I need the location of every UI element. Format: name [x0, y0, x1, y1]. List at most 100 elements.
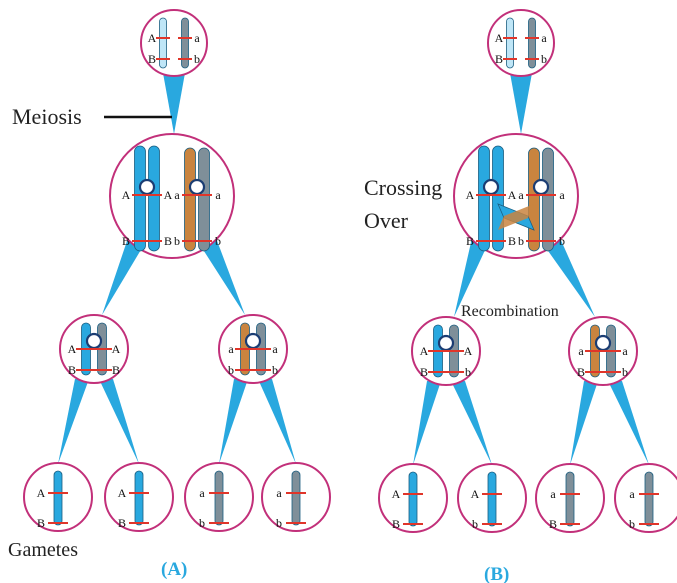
panel_a-gamete-3: ab [184, 462, 254, 532]
allele-label: b [194, 52, 200, 66]
allele-label: A [464, 344, 473, 358]
allele-label: a [276, 486, 282, 500]
recombination-label: Recombination [461, 303, 559, 320]
allele-label: A [508, 188, 517, 202]
chromosome-maternal [159, 17, 167, 69]
allele-label: A [466, 188, 475, 202]
panel_b-gamete-1: AB [378, 463, 448, 533]
crossing-over-label-line2: Over [364, 208, 409, 233]
allele-label: A [495, 31, 504, 45]
panel_b-connector [451, 381, 492, 465]
cell-connectors [58, 73, 649, 465]
panel_a-connector [99, 379, 139, 464]
crossover-segment [498, 204, 534, 230]
centromere [85, 332, 103, 350]
allele-label: B [122, 234, 130, 248]
chromosome [644, 471, 654, 527]
allele-label: a [215, 188, 221, 202]
chromosome [291, 470, 301, 526]
allele-label: b [559, 234, 565, 248]
allele-label: b [465, 365, 471, 379]
chromatid [134, 145, 146, 252]
allele-label: b [228, 363, 234, 377]
centromere [437, 334, 455, 352]
allele-label: a [550, 487, 556, 501]
allele-label: B [549, 517, 557, 531]
allele-label: A [122, 188, 131, 202]
allele-label: A [148, 31, 157, 45]
centromere [594, 334, 612, 352]
allele-label: B [112, 363, 120, 377]
allele-label: b [215, 234, 221, 248]
allele-label: b [518, 234, 524, 248]
allele-label: a [174, 188, 180, 202]
chromosome [487, 471, 497, 527]
panel_b-connector [546, 238, 595, 317]
allele-label: A [420, 344, 429, 358]
allele-label: b [629, 517, 635, 531]
panel_a-connector [202, 238, 245, 315]
chromosome [53, 470, 63, 526]
chromatid [478, 145, 490, 252]
chromatid [528, 147, 540, 252]
centromere [138, 178, 156, 196]
allele-label: A [118, 486, 127, 500]
allele-label: B [118, 516, 126, 530]
allele-label: b [622, 365, 628, 379]
allele-label: b [199, 516, 205, 530]
chromosome [214, 470, 224, 526]
panel-b-label: (B) [484, 564, 509, 583]
panel_a-gamete-4: ab [261, 462, 331, 532]
allele-label: a [272, 342, 278, 356]
panel_b-connector [413, 381, 441, 465]
allele-label: a [518, 188, 524, 202]
centromere [532, 178, 550, 196]
panel_a-connector [258, 379, 296, 464]
allele-label: B [68, 363, 76, 377]
chromatid [542, 147, 554, 252]
gametes-label: Gametes [8, 539, 78, 561]
allele-label: a [541, 31, 547, 45]
allele-label: b [272, 363, 278, 377]
allele-label: B [508, 234, 516, 248]
allele-label: b [541, 52, 547, 66]
allele-label: a [622, 344, 628, 358]
chromosome [134, 470, 144, 526]
centromere [482, 178, 500, 196]
allele-label: B [495, 52, 503, 66]
panel_a-connector [58, 379, 89, 464]
centromere [244, 332, 262, 350]
panel_a-gamete-2: AB [104, 462, 174, 532]
allele-label: A [392, 487, 401, 501]
panel_a-connector [219, 379, 248, 464]
allele-label: A [37, 486, 46, 500]
panel_a-gamete-1: AB [23, 462, 93, 532]
panel_b-connector [570, 381, 598, 465]
meiosis-label: Meiosis [12, 104, 82, 129]
allele-label: B [148, 52, 156, 66]
allele-label: B [420, 365, 428, 379]
allele-label: B [577, 365, 585, 379]
allele-label: a [578, 344, 584, 358]
allele-label: A [471, 487, 480, 501]
allele-label: b [472, 517, 478, 531]
allele-label: b [174, 234, 180, 248]
panel_b-connector [454, 238, 486, 317]
chromosome [565, 471, 575, 527]
panel_b-gamete-3: aB [535, 463, 605, 533]
chromatid [184, 147, 196, 252]
allele-label: A [164, 188, 173, 202]
panel_b-connector [510, 73, 532, 134]
allele-label: B [37, 516, 45, 530]
allele-label: a [228, 342, 234, 356]
allele-label: B [164, 234, 172, 248]
chromosome-maternal [506, 17, 514, 69]
